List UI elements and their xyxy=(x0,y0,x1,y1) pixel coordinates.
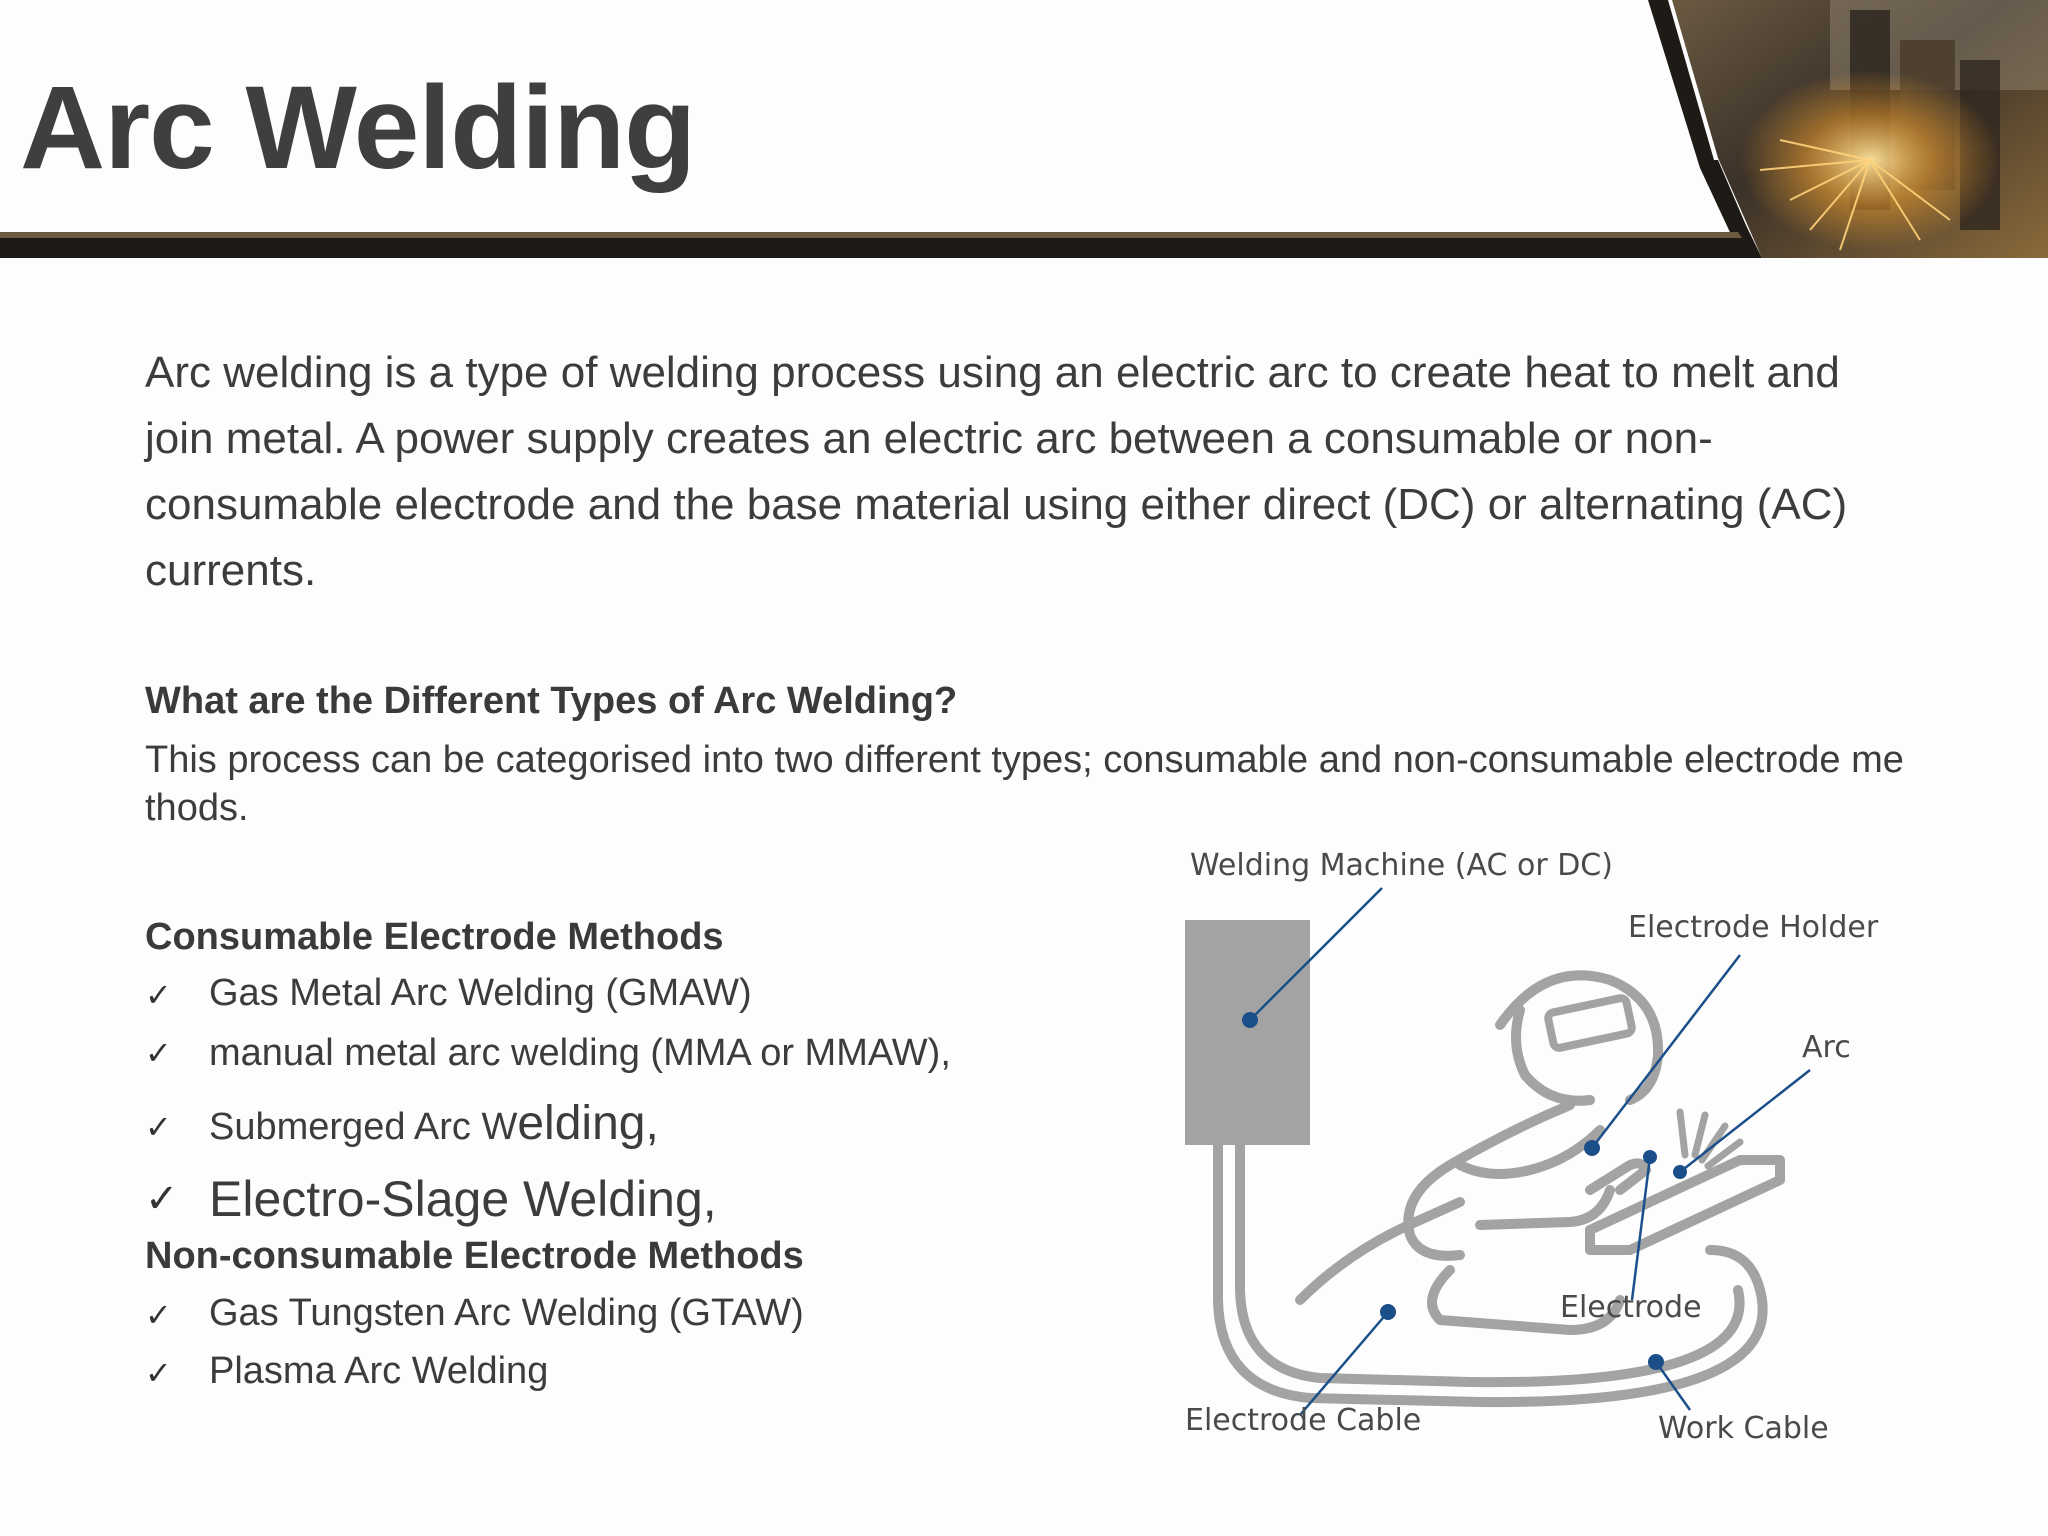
nonconsumable-heading: Non-consumable Electrode Methods xyxy=(145,1235,804,1277)
list-item-text: Gas Tungsten Arc Welding (GTAW) xyxy=(209,1292,804,1334)
welder-helmet xyxy=(1495,970,1664,1105)
types-description: This process can be categorised into two… xyxy=(145,739,1904,829)
header-diagonal-stripe xyxy=(1648,0,1762,258)
intro-paragraph: Arc welding is a type of welding process… xyxy=(145,348,1848,595)
list-item-text-large: elding, xyxy=(517,1097,659,1150)
electrode-cable-line xyxy=(1213,1135,1768,1408)
label-electrode: Electrode xyxy=(1560,1290,1702,1325)
label-welding-machine: Welding Machine (AC or DC) xyxy=(1190,848,1613,883)
label-arc: Arc xyxy=(1802,1030,1851,1065)
check-icon: ✓ xyxy=(145,1108,172,1146)
arc-rays xyxy=(1676,1108,1744,1170)
check-icon: ✓ xyxy=(145,976,172,1014)
label-work-cable: Work Cable xyxy=(1658,1411,1829,1446)
slide-header xyxy=(0,0,2048,262)
arc-welding-diagram: Welding Machine (AC or DC) Electrode Hol… xyxy=(1185,848,1879,1446)
list-item-text: Gas Metal Arc Welding (GMAW) xyxy=(209,972,752,1014)
consumable-heading: Consumable Electrode Methods xyxy=(145,916,724,958)
welder-arm xyxy=(1403,1100,1575,1261)
welder-hand xyxy=(1475,1185,1615,1230)
types-heading: What are the Different Types of Arc Weld… xyxy=(145,680,958,722)
check-icon: ✓ xyxy=(145,1176,179,1222)
leader-lines xyxy=(1249,887,1811,1416)
check-icon: ✓ xyxy=(145,1296,172,1334)
check-icon: ✓ xyxy=(145,1034,172,1072)
check-icon: ✓ xyxy=(145,1354,172,1392)
slide-title: Arc Welding xyxy=(20,62,696,194)
electrode-holder-shape xyxy=(1585,1158,1651,1195)
list-item-text: Electro-Slage Welding, xyxy=(209,1171,717,1227)
header-bar-accent xyxy=(0,232,1742,238)
cable-inner-line xyxy=(1235,1135,1745,1388)
welder-shoulder xyxy=(1455,1125,1605,1179)
list-item-text: Plasma Arc Welding xyxy=(209,1350,549,1392)
label-electrode-holder: Electrode Holder xyxy=(1628,910,1879,945)
list-item-text: manual metal arc welding (MMA or MMAW), xyxy=(209,1032,951,1074)
list-item-text: Submerged Arc W xyxy=(209,1106,518,1148)
header-graphic xyxy=(0,0,2048,258)
leader-dots xyxy=(1242,1012,1687,1370)
header-bar xyxy=(0,238,1752,258)
helmet-lens xyxy=(1544,994,1636,1052)
label-electrode-cable: Electrode Cable xyxy=(1185,1403,1421,1438)
welder-face xyxy=(1511,1005,1595,1106)
welder-photo xyxy=(1672,0,2048,258)
welding-machine-box xyxy=(1185,920,1310,1145)
welder-torso xyxy=(1427,1265,1625,1335)
